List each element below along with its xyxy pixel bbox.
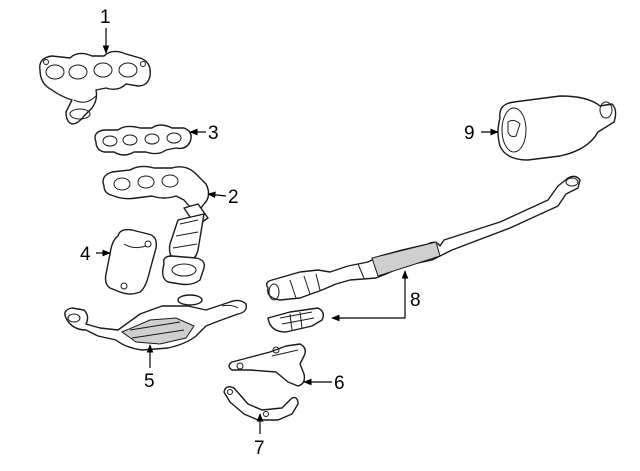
part-8-heat-shield-plate [267, 307, 325, 333]
leader-2 [207, 191, 227, 199]
part-1-exhaust-manifold [39, 50, 151, 125]
leader-8b [331, 300, 406, 322]
part-7-lower-bracket [223, 385, 299, 421]
leader-lines [96, 28, 499, 434]
part-5-front-pipe [64, 294, 248, 351]
part-4-heat-shield [104, 228, 158, 295]
part-3-manifold-gasket [94, 124, 192, 156]
callout-6: 6 [334, 373, 345, 394]
callout-4: 4 [80, 244, 91, 265]
callout-8: 8 [410, 290, 421, 311]
callout-1: 1 [100, 7, 111, 28]
callout-5: 5 [144, 371, 155, 392]
part-9-muffler [497, 95, 617, 161]
part-8-center-pipe [265, 175, 581, 301]
callout-7: 7 [254, 438, 265, 459]
callout-3: 3 [208, 123, 219, 144]
callout-labels: 1 2 3 4 5 6 7 8 9 [80, 7, 475, 459]
callout-9: 9 [464, 123, 475, 144]
callout-2: 2 [228, 187, 239, 208]
part-6-bracket [228, 343, 307, 387]
part-2-manifold-converter [102, 165, 210, 286]
